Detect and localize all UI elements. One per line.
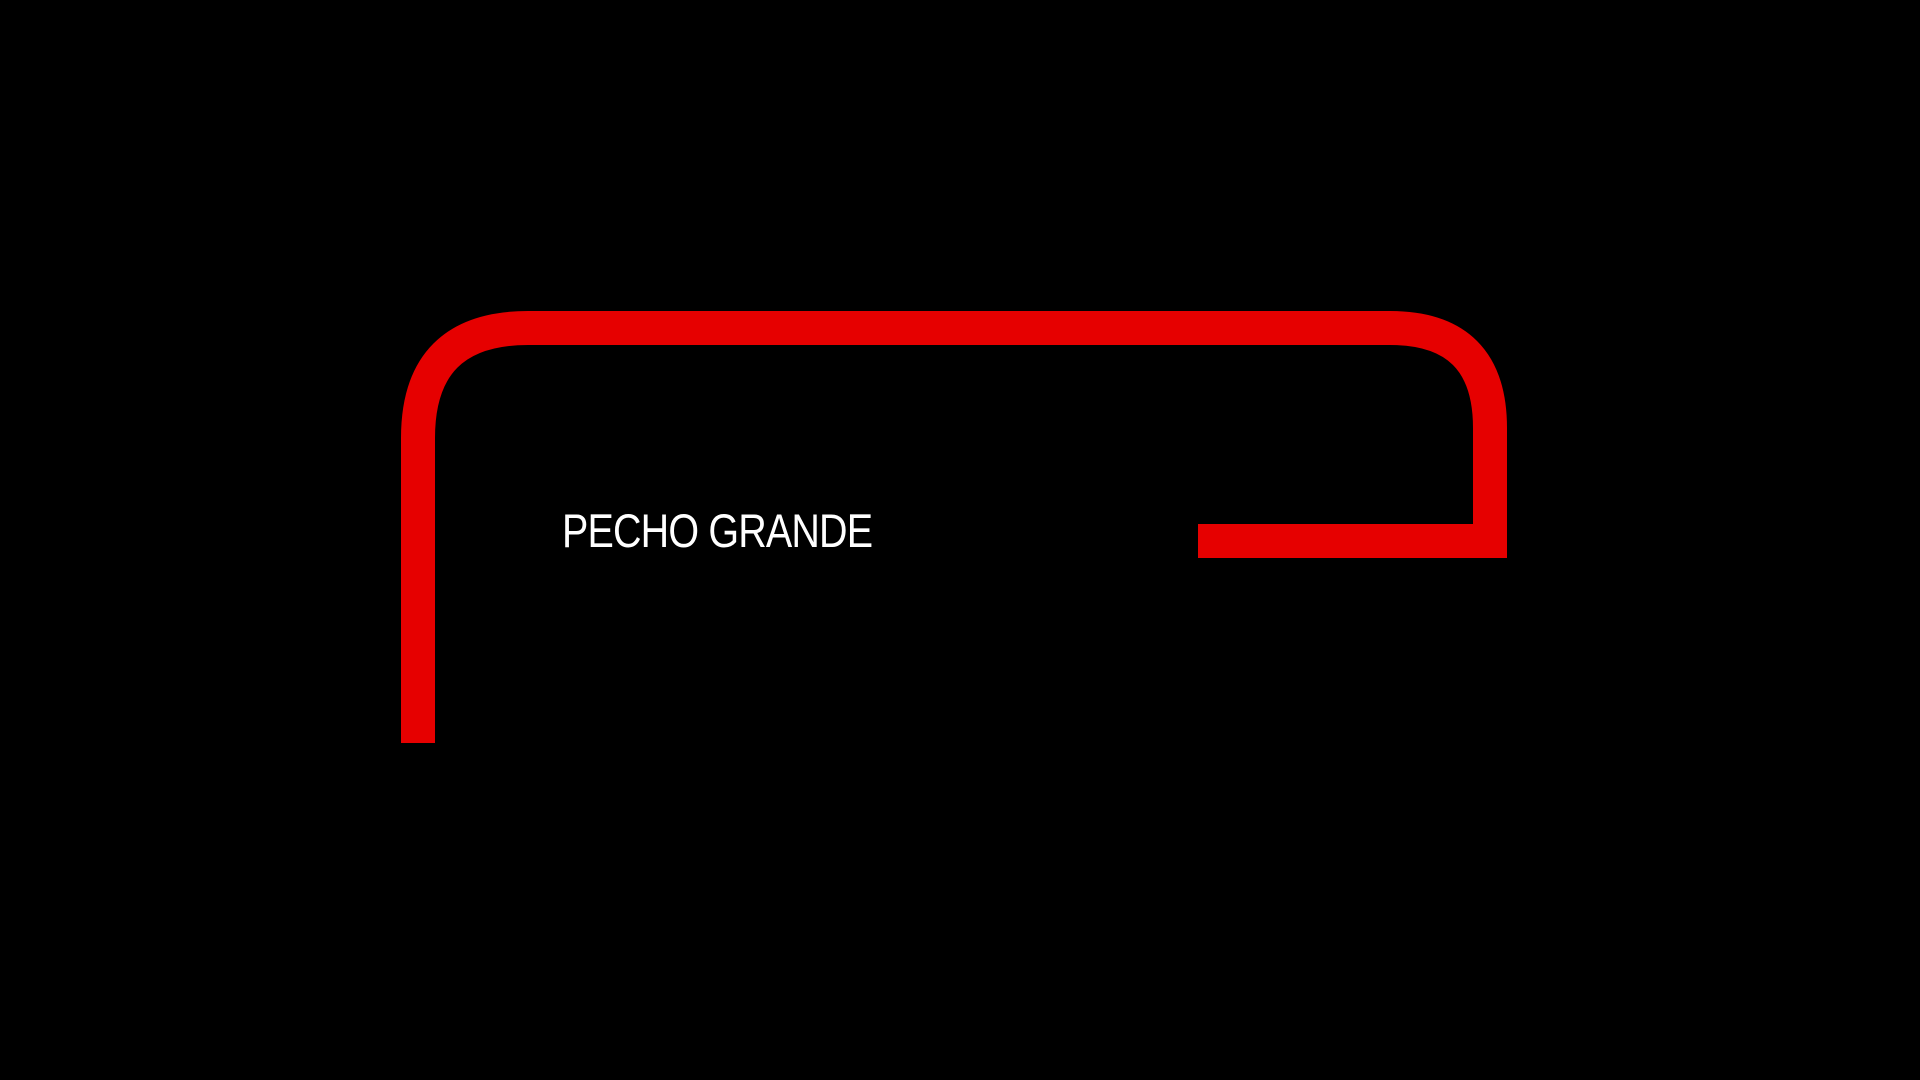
red-frame-line (401, 311, 1507, 743)
caption-text: PECHO GRANDE (562, 504, 873, 557)
